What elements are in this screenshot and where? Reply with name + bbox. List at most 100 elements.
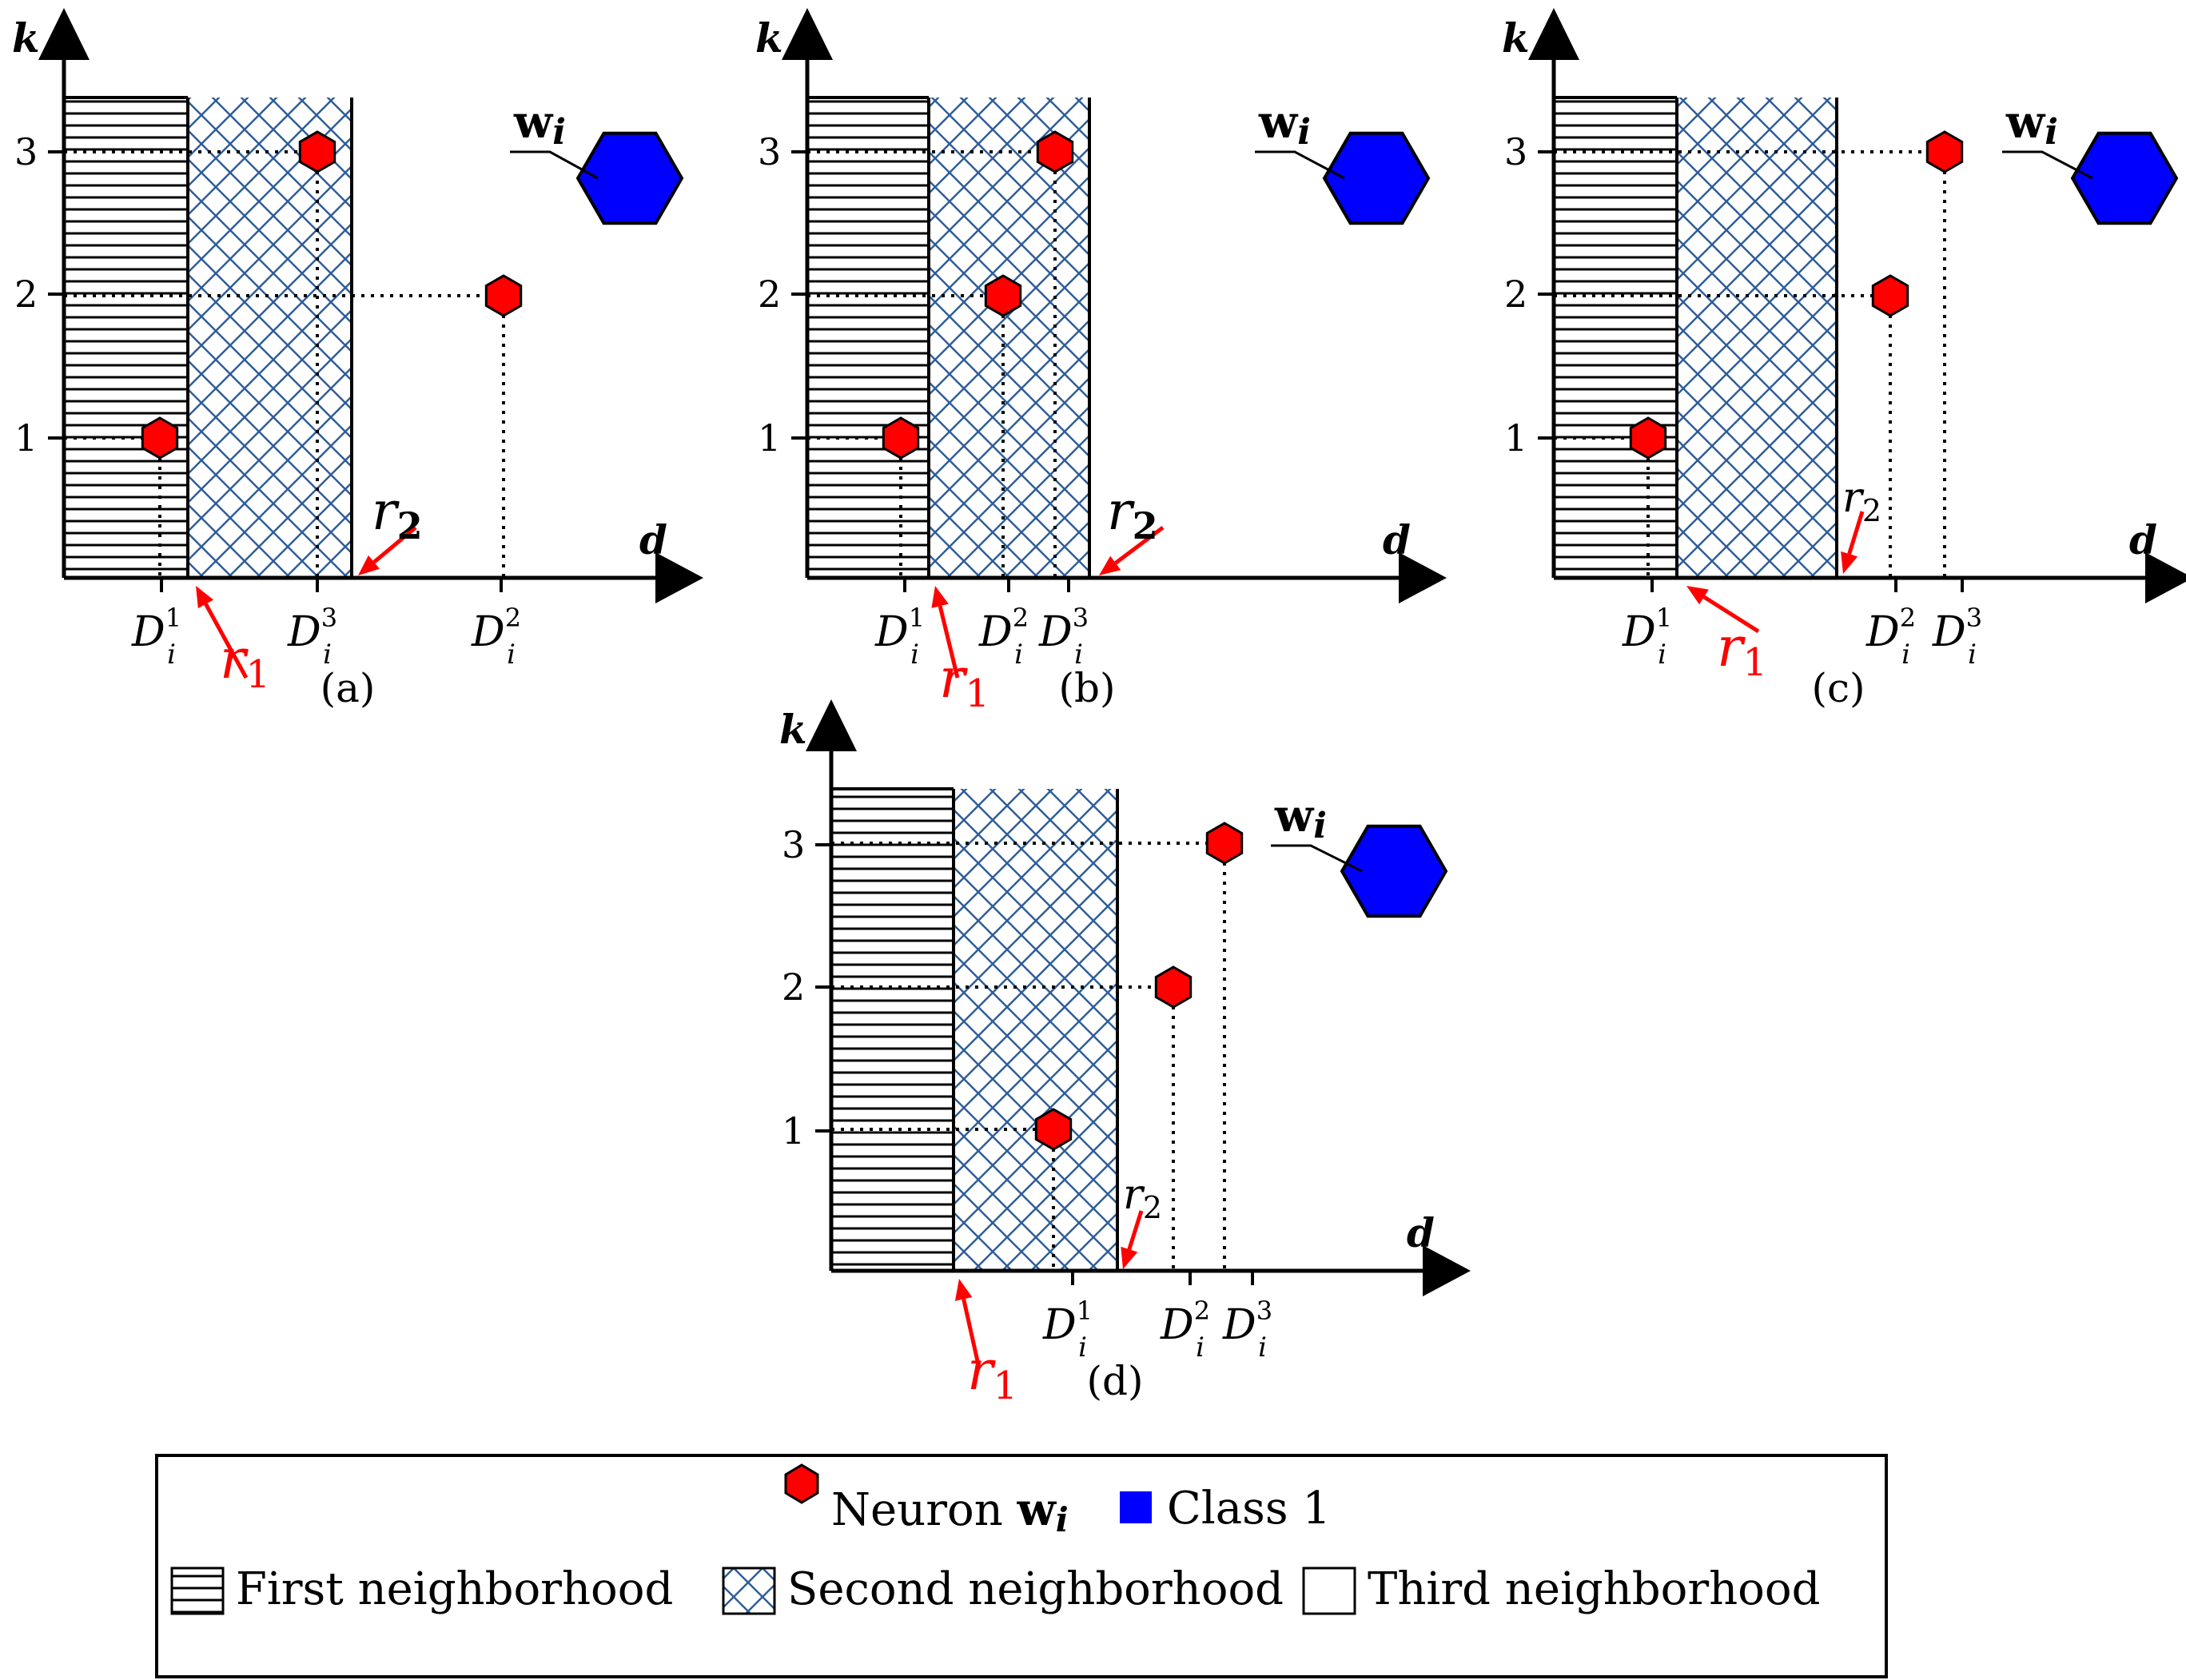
wi-callout bbox=[1271, 844, 1363, 873]
y-tick-label-1: 1 bbox=[782, 1109, 805, 1153]
legend-second-swatch bbox=[722, 1567, 776, 1615]
neuron-marker-3 bbox=[1205, 822, 1244, 865]
neuron-marker-1 bbox=[141, 416, 179, 460]
y-tick-label-2: 2 bbox=[782, 965, 805, 1009]
neuron-marker-2 bbox=[984, 274, 1022, 317]
y-axis-arrow bbox=[1528, 8, 1579, 60]
neuron-marker-1 bbox=[1034, 1108, 1073, 1151]
x-axis-label: d bbox=[639, 516, 667, 563]
legend-third-swatch bbox=[1302, 1567, 1356, 1615]
y-tick-label-2: 2 bbox=[1504, 273, 1527, 316]
r1-label: r1 bbox=[939, 647, 989, 716]
x-axis-label: d bbox=[1407, 1209, 1435, 1256]
x-axis-arrow bbox=[1423, 1245, 1471, 1296]
r2-label: r2 bbox=[1123, 1171, 1162, 1225]
y-tick-label-2: 2 bbox=[758, 273, 781, 316]
second-neighborhood-region bbox=[1677, 98, 1837, 578]
panel-caption: (d) bbox=[1086, 1358, 1143, 1404]
class1-hexagon bbox=[1340, 824, 1448, 918]
r2-label: r2 bbox=[372, 480, 423, 547]
legend-frame bbox=[155, 1454, 1888, 1678]
neuron-marker-2 bbox=[1871, 274, 1909, 317]
neuron-marker-2 bbox=[1154, 965, 1193, 1009]
x-axis-label: d bbox=[2129, 516, 2157, 563]
neuron-marker-3 bbox=[298, 130, 336, 173]
x-axis-label: d bbox=[1383, 516, 1411, 563]
wi-label: wi bbox=[513, 96, 566, 153]
r2-arrow bbox=[1099, 526, 1165, 575]
r1-label: r1 bbox=[967, 1340, 1017, 1408]
neuron-marker-2 bbox=[484, 274, 523, 317]
r2-arrow bbox=[358, 526, 417, 575]
y-axis-label: k bbox=[755, 14, 783, 62]
y-tick-label-1: 1 bbox=[1504, 416, 1527, 460]
class1-hexagon bbox=[575, 131, 684, 225]
y-tick-label-2: 2 bbox=[14, 273, 38, 316]
legend-class1-swatch bbox=[1120, 1491, 1152, 1523]
neuron-marker-3 bbox=[1036, 130, 1074, 173]
wi-callout bbox=[510, 150, 599, 180]
x-axis-arrow bbox=[2145, 552, 2186, 603]
r2-arrow bbox=[1121, 1210, 1144, 1269]
class1-hexagon bbox=[2070, 131, 2179, 225]
wi-label: wi bbox=[1258, 96, 1311, 153]
r2-label: r2 bbox=[1842, 474, 1881, 528]
r1-arrow bbox=[1686, 586, 1760, 634]
y-axis-arrow bbox=[806, 699, 857, 751]
first-neighborhood-region bbox=[807, 98, 929, 578]
second-neighborhood-region bbox=[929, 98, 1089, 578]
r2-arrow bbox=[1841, 511, 1865, 574]
x-axis-arrow bbox=[655, 552, 703, 603]
y-tick-label-1: 1 bbox=[14, 416, 38, 460]
y-axis-label: k bbox=[779, 706, 807, 753]
y-axis-label: k bbox=[1502, 14, 1530, 62]
panel-caption: (c) bbox=[1811, 665, 1865, 711]
x-axis-arrow bbox=[1399, 552, 1447, 603]
second-neighborhood-region bbox=[188, 98, 352, 578]
y-axis-arrow bbox=[38, 8, 90, 60]
y-tick-label-3: 3 bbox=[782, 823, 805, 866]
r1-label: r1 bbox=[220, 628, 270, 697]
r1-arrow bbox=[196, 586, 249, 679]
y-axis-arrow bbox=[782, 8, 833, 60]
panel-caption: (a) bbox=[321, 665, 376, 711]
legend: Neuron wi Class 1 First neighborhood Sec… bbox=[155, 1454, 1888, 1678]
legend-neuron-icon bbox=[784, 1463, 819, 1504]
wi-label: wi bbox=[2005, 96, 2058, 153]
neuron-marker-3 bbox=[1925, 130, 1964, 173]
y-tick-label-3: 3 bbox=[1504, 130, 1527, 173]
y-tick-label-3: 3 bbox=[758, 130, 781, 173]
legend-second-label: Second neighborhood bbox=[787, 1563, 1284, 1615]
r1-arrow bbox=[931, 586, 960, 679]
y-tick-label-1: 1 bbox=[758, 416, 781, 460]
first-neighborhood-region bbox=[64, 98, 188, 578]
r1-label: r1 bbox=[1717, 616, 1767, 685]
legend-third-label: Third neighborhood bbox=[1368, 1563, 1820, 1615]
r2-label: r2 bbox=[1107, 480, 1158, 547]
neuron-marker-1 bbox=[1629, 416, 1667, 460]
class1-hexagon bbox=[1322, 131, 1431, 225]
panel-caption: (b) bbox=[1058, 665, 1115, 711]
y-axis-label: k bbox=[12, 14, 40, 62]
y-tick-label-3: 3 bbox=[14, 130, 38, 173]
legend-neuron-label: Neuron wi bbox=[831, 1483, 1069, 1539]
wi-callout bbox=[1255, 150, 1345, 180]
legend-class1-label: Class 1 bbox=[1167, 1483, 1331, 1535]
